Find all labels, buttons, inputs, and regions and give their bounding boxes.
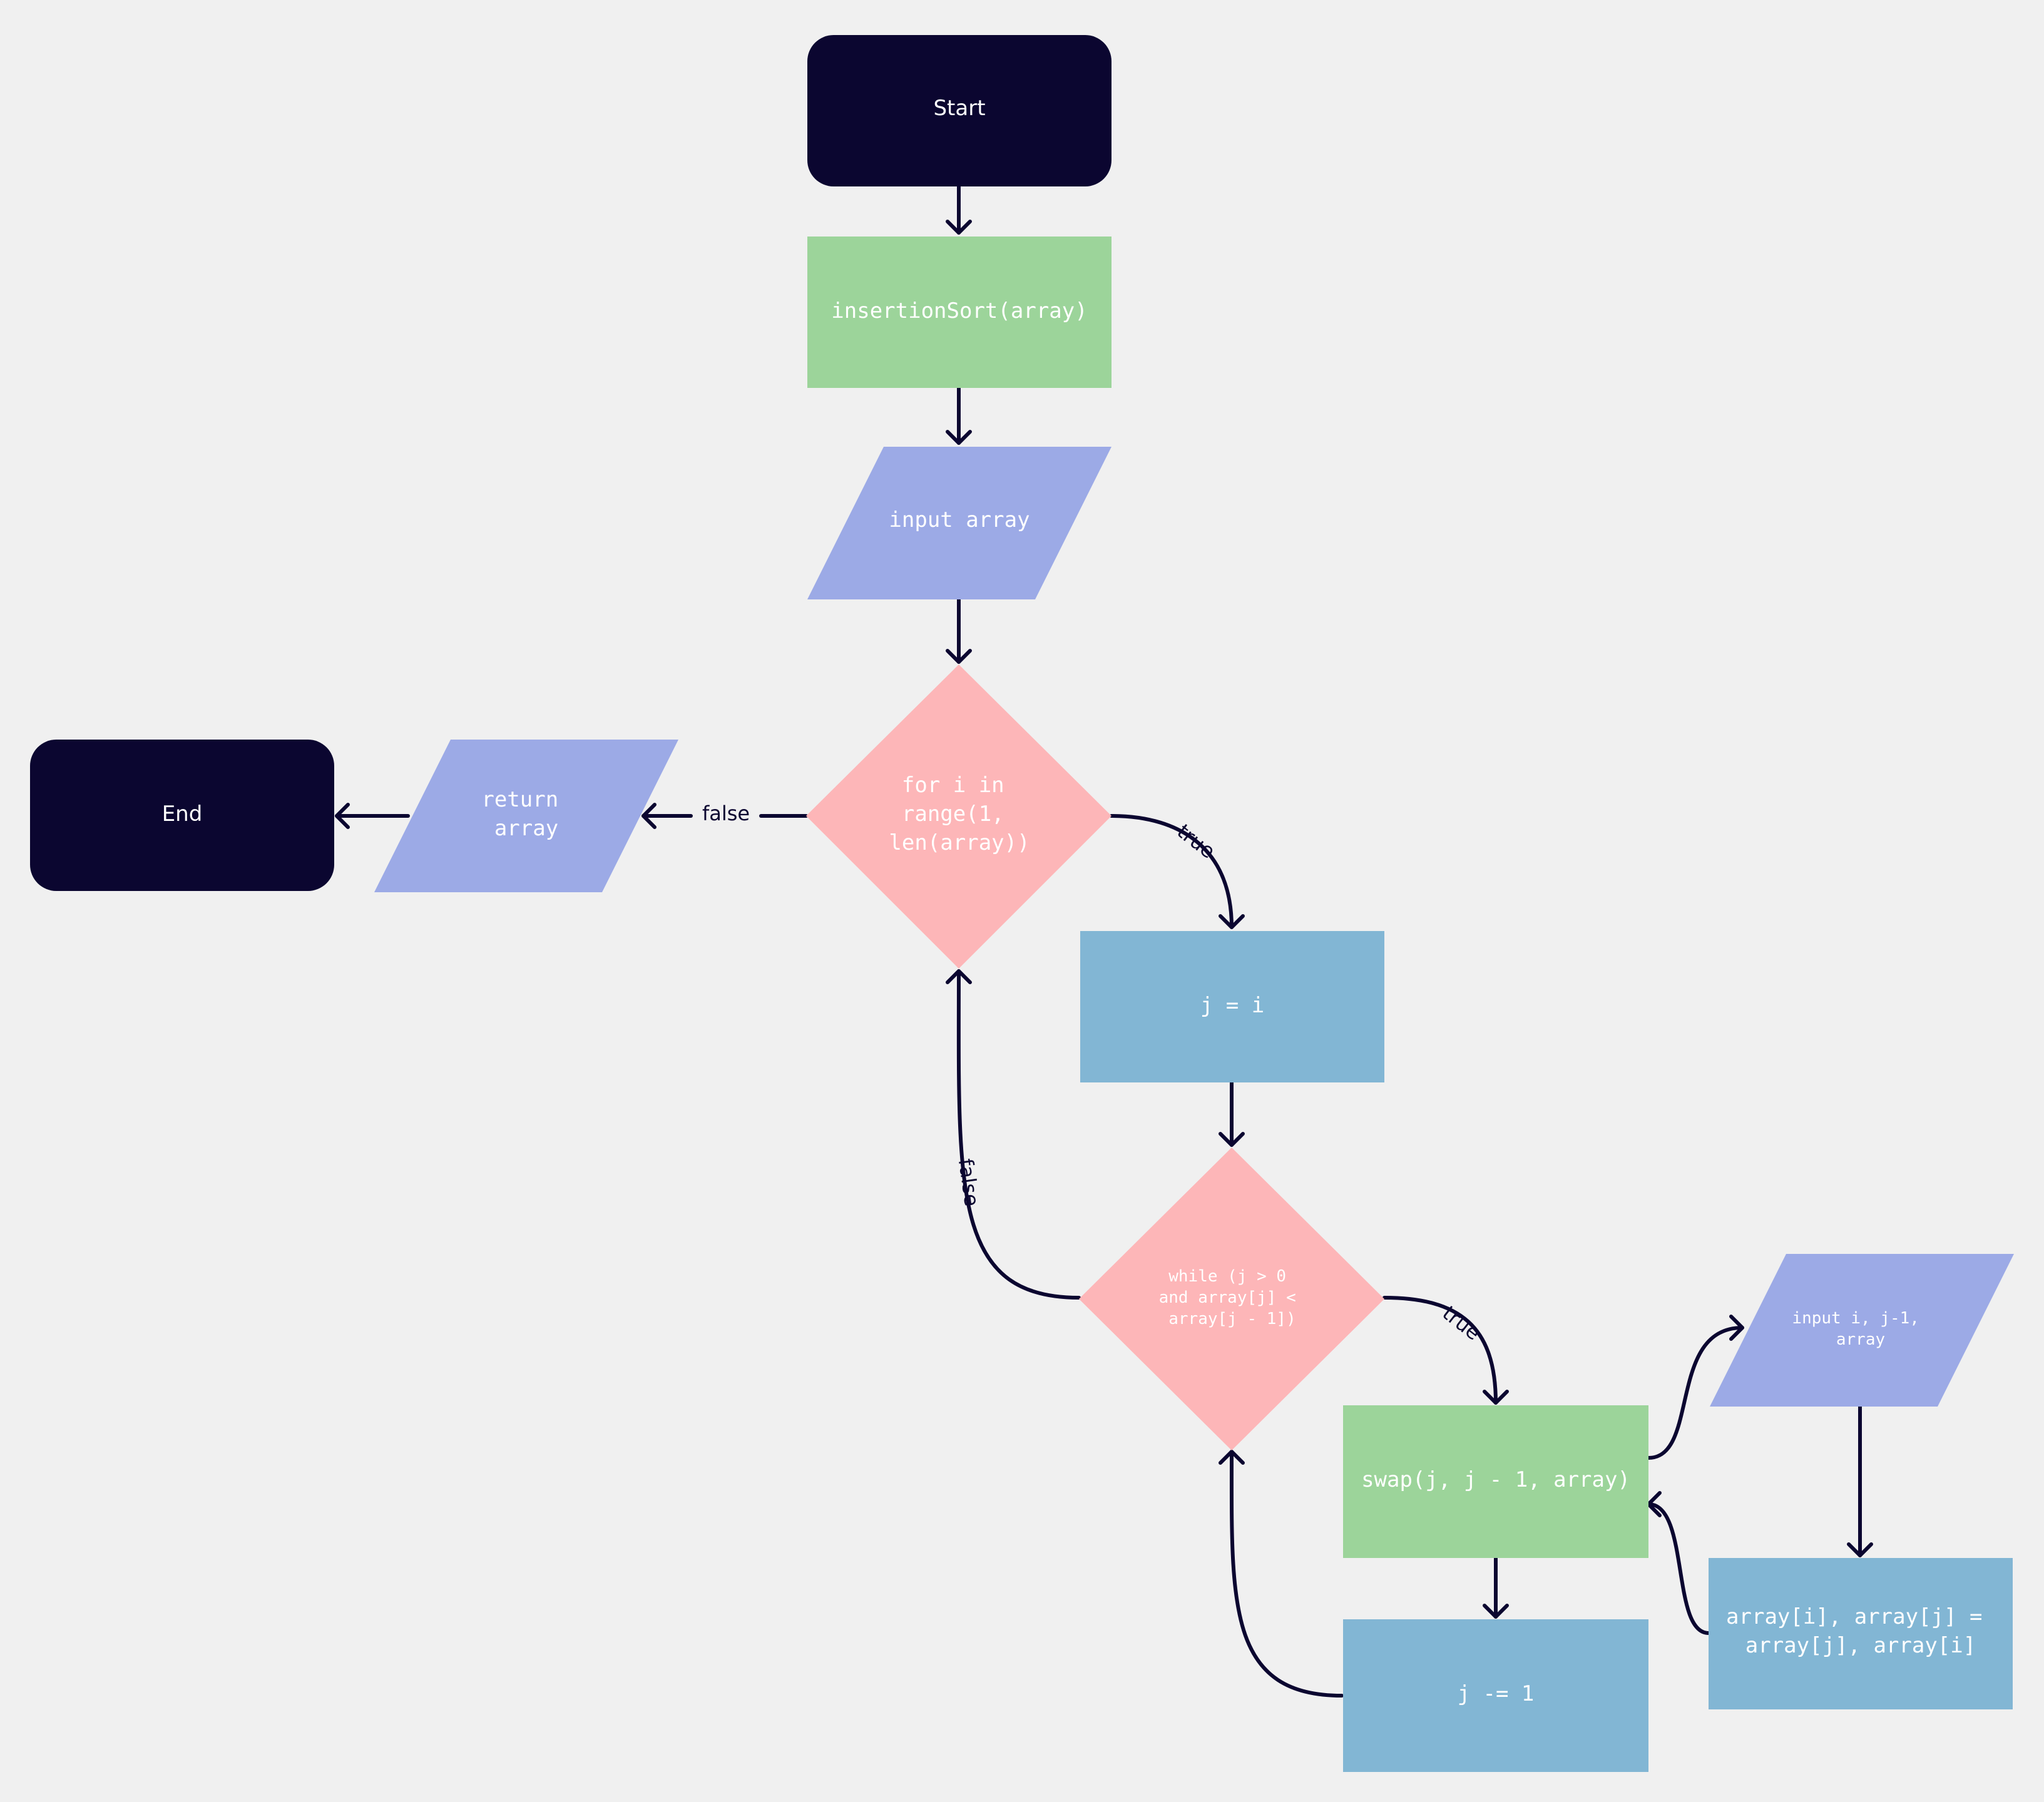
arrowhead-end [335,803,350,829]
label-for-false: false [702,802,750,825]
arrowhead-assign-swap [1847,1542,1873,1557]
edge-while-to-swap [1382,1296,1498,1405]
edge-j-decrement-to-while [1229,1450,1344,1698]
assign-swap-text: array[i], array[j] = array[j], array[i] [1726,1604,1995,1658]
while-loop-node: while (j > 0 and array[j] < array[j - 1]… [1079,1148,1384,1450]
j-equals-i-text: j = i [1200,993,1264,1018]
j-decrement-text: j -= 1 [1458,1681,1535,1706]
arrowhead-input-swap [1729,1315,1744,1341]
arrowhead-j-equals-i [1219,914,1245,929]
swap-text: swap(j, j - 1, array) [1361,1467,1630,1492]
edge-swap-to-input-swap [1647,1326,1744,1460]
arrowhead-return-array [641,803,657,829]
start-shape [807,35,1111,186]
arrowhead-while-loop [1219,1132,1245,1147]
input-array-shape [807,447,1111,599]
insertion-sort-node: insertionSort(array) [807,237,1111,388]
edge-assign-to-swap [1647,1502,1710,1635]
j-equals-i-node: j = i [1080,931,1384,1082]
j-decrement-node: j -= 1 [1343,1619,1648,1772]
for-loop-text: for i in range(1, len(array)) [889,773,1030,855]
swap-node: swap(j, j - 1, array) [1343,1405,1648,1558]
swap-shape [1343,1405,1648,1558]
label-while-false: false [954,1157,984,1208]
return-array-node: return array [374,740,678,892]
assign-swap-shape [1709,1558,2013,1709]
arrowhead-while-from-decrement [1219,1450,1245,1465]
arrowhead-j-decrement [1483,1604,1509,1619]
arrowhead-insertion-sort [946,220,972,235]
j-decrement-shape [1343,1619,1648,1772]
for-loop-shape [806,664,1111,969]
for-loop-node: for i in range(1, len(array)) [806,664,1111,969]
input-swap-shape [1710,1254,2014,1407]
start-text: Start [933,96,985,121]
end-shape [30,740,334,891]
arrowhead-swap [1483,1390,1509,1405]
return-array-text: return array [481,787,571,841]
insertion-sort-shape [807,237,1111,388]
input-swap-text: input i, j-1, array [1792,1309,1929,1349]
arrowhead-input-array [946,430,972,445]
edge-while-to-for [956,969,1081,1300]
input-array-text: input array [889,507,1030,532]
j-equals-i-shape [1080,931,1384,1082]
edge-for-to-j-equals-i [1110,814,1234,929]
input-swap-node: input i, j-1, array [1710,1254,2014,1407]
arrowhead-for-from-while [946,969,972,984]
end-text: End [162,802,203,827]
while-loop-text: while (j > 0 and array[j] < array[j - 1]… [1159,1267,1306,1328]
input-array-node: input array [807,447,1111,599]
insertion-sort-text: insertionSort(array) [831,298,1087,323]
arrowhead-for-loop [946,649,972,664]
assign-swap-node: array[i], array[j] = array[j], array[i] [1709,1558,2013,1709]
return-array-shape [374,740,678,892]
end-node: End [30,740,334,891]
start-node: Start [807,35,1111,186]
while-loop-shape [1079,1148,1384,1450]
